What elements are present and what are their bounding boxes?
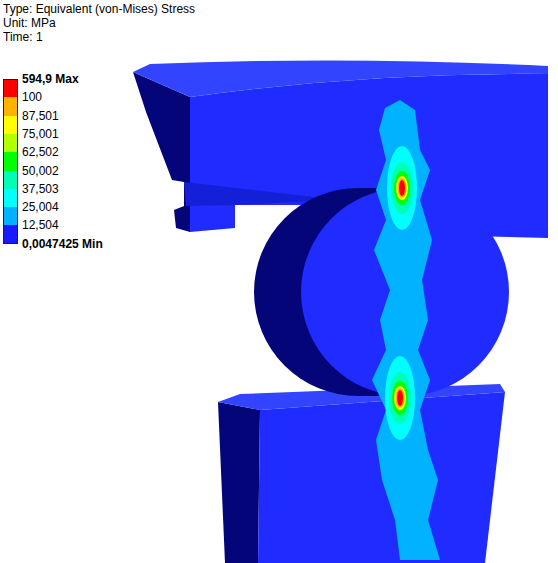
result-info: Type: Equivalent (von-Mises) Stress	[3, 2, 195, 16]
block-side-face	[218, 402, 260, 563]
legend-swatch	[3, 116, 18, 135]
contour-band	[394, 171, 410, 205]
contour-band	[396, 176, 408, 200]
result-info: Time: 1	[3, 30, 43, 44]
lower-block	[218, 384, 505, 563]
legend-value: 12,504	[22, 218, 59, 232]
legend-value: 62,502	[22, 145, 59, 159]
legend-value: 87,501	[22, 109, 59, 123]
contour-peak	[399, 180, 405, 196]
legend-swatch	[3, 189, 18, 208]
contour-band	[398, 178, 407, 198]
legend-value: 100	[22, 90, 42, 104]
legend-swatch	[3, 171, 18, 190]
contour-band	[394, 386, 406, 410]
legend-swatch	[3, 207, 18, 226]
contour-band	[389, 372, 411, 424]
legend-value: 37,503	[22, 182, 59, 196]
result-info: Unit: MPa	[3, 16, 56, 30]
bracket-top-face	[133, 60, 548, 97]
legend-value: 50,002	[22, 164, 59, 178]
legend-value: 25,004	[22, 200, 59, 214]
legend-swatch	[3, 79, 18, 98]
legend-swatch	[3, 152, 18, 171]
block-front-face	[258, 392, 505, 563]
legend-swatch	[3, 97, 18, 116]
legend-swatch	[3, 134, 18, 153]
legend-value: 594,9 Max	[22, 72, 79, 86]
contour-band	[391, 162, 413, 214]
contour-band	[385, 356, 415, 440]
contour-band	[392, 381, 408, 415]
legend-value: 0,0047425 Min	[22, 237, 103, 251]
stress-contours	[372, 100, 440, 560]
contour-peak	[397, 390, 403, 406]
bracket-side-face	[133, 72, 190, 232]
contour-band	[396, 388, 405, 408]
contour-band	[387, 146, 417, 230]
legend-swatch	[3, 225, 18, 244]
legend-value: 75,001	[22, 127, 59, 141]
contour-band	[372, 100, 440, 560]
